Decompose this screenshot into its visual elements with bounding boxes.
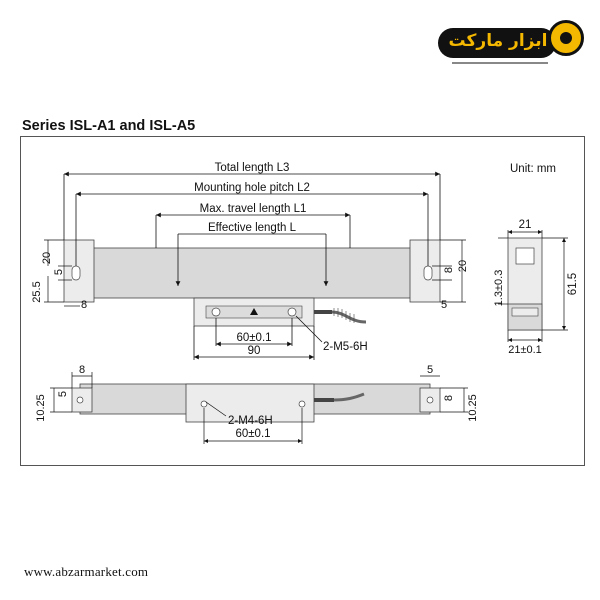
dim-right-8: 8 (443, 267, 455, 273)
scale-bottom-view (71, 383, 441, 423)
effective-length-label: Effective length L (208, 222, 297, 234)
dim-right-20: 20 (457, 260, 469, 272)
side-dim-21: 21 (519, 219, 532, 231)
logo-badge-inner (560, 32, 572, 44)
slider-dimensions (193, 315, 323, 360)
length-dimensions (63, 171, 441, 286)
bottom-dim-right-5: 5 (427, 364, 433, 376)
scale-top-view (63, 239, 441, 327)
dim-left-25-5: 25.5 (31, 281, 43, 302)
max-travel-label: Max. travel length L1 (200, 203, 307, 215)
bottom-dim-left-8: 8 (79, 364, 85, 376)
brand-logo[interactable]: ابزار مارکت (438, 18, 584, 64)
bottom-dim-left-10-25: 10.25 (35, 394, 47, 422)
unit-label: Unit: mm (510, 163, 556, 175)
dimension-drawing: Total length L3 Mounting hole pitch L2 M… (20, 136, 585, 466)
bottom-dim-right-8: 8 (443, 395, 455, 401)
thread-m5-label: 2-M5-6H (323, 341, 368, 353)
dim-left-5: 5 (53, 269, 65, 275)
left-end-dimensions (44, 239, 80, 307)
mounting-pitch-label: Mounting hole pitch L2 (194, 182, 310, 194)
bottom-pitch-label: 60±0.1 (235, 428, 270, 440)
side-dim-1-3: 1.3±0.3 (493, 270, 505, 307)
bottom-dim-left-5: 5 (57, 391, 69, 397)
scale-side-view (507, 237, 543, 331)
bottom-dim-right-10-25: 10.25 (467, 394, 479, 422)
slider-width-label: 90 (248, 345, 261, 357)
side-dim-61-5: 61.5 (567, 273, 579, 295)
thread-m4-label: 2-M4-6H (228, 415, 273, 427)
logo-pill (438, 28, 556, 58)
slider-pitch-label: 60±0.1 (236, 332, 271, 344)
dim-left-20: 20 (41, 252, 53, 264)
bottom-view-dimensions (50, 372, 468, 444)
side-view-dimensions (498, 229, 568, 343)
logo-underline (452, 62, 548, 64)
footer-url[interactable]: www.abzarmarket.com (24, 564, 149, 579)
dim-right-5: 5 (441, 299, 447, 311)
side-dim-21-tol: 21±0.1 (508, 344, 542, 356)
total-length-label: Total length L3 (215, 162, 290, 174)
logo-badge-icon (548, 20, 584, 56)
dim-left-8: 8 (81, 299, 87, 311)
logo-text: ابزار مارکت (448, 31, 548, 51)
right-end-dimensions (432, 239, 466, 303)
series-title: Series ISL-A1 and ISL-A5 (22, 118, 196, 134)
